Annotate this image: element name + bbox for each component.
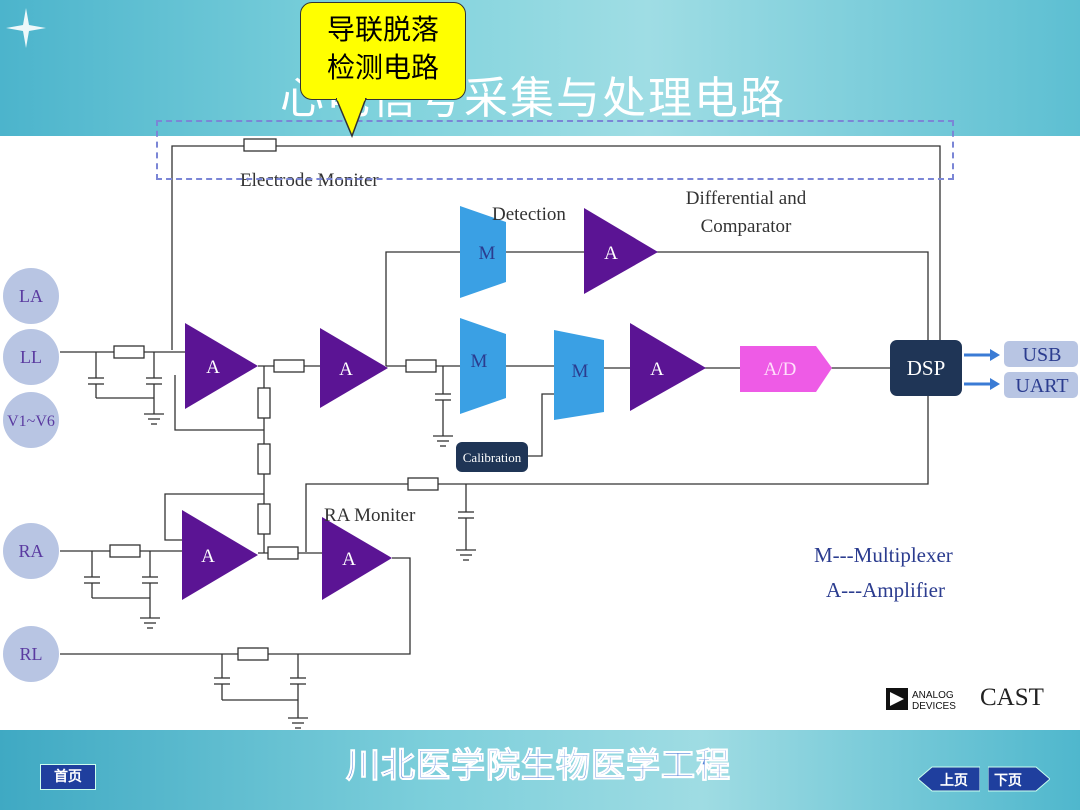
multiplexer-lower-2 bbox=[554, 330, 604, 420]
usb-block bbox=[1004, 341, 1078, 367]
callout-bubble: 导联脱落 检测电路 bbox=[300, 2, 466, 100]
electrode-monitor-label: Electrode Moniter bbox=[240, 170, 379, 191]
brand-name: CAST bbox=[980, 684, 1044, 711]
next-label: 下页 bbox=[994, 773, 1022, 789]
logo-line-2: DEVICES bbox=[912, 701, 956, 712]
input-label-ll: LL bbox=[20, 347, 42, 367]
sparkle-icon bbox=[6, 8, 46, 48]
amplifier-2 bbox=[320, 328, 388, 408]
calibration-block bbox=[456, 442, 528, 472]
amp-label: A bbox=[206, 357, 220, 378]
calibration-label: Calibration bbox=[463, 450, 522, 465]
amplifier-1 bbox=[185, 323, 258, 409]
comparator-label: Comparator bbox=[701, 216, 792, 237]
mux-label: M bbox=[479, 243, 496, 264]
input-label-ra: RA bbox=[18, 541, 43, 561]
ra-monitor-label: RA Moniter bbox=[324, 505, 416, 526]
detection-label: Detection bbox=[492, 204, 566, 225]
multiplexer-upper bbox=[460, 206, 506, 298]
header-band bbox=[0, 0, 1080, 136]
multiplexer-lower-1 bbox=[460, 318, 506, 414]
input-label-v1v6: V1~V6 bbox=[7, 413, 55, 430]
differential-label: Differential and bbox=[686, 188, 807, 209]
input-rl bbox=[3, 626, 59, 682]
legend-amplifier: A---Amplifier bbox=[826, 578, 945, 602]
ad-label: A/D bbox=[764, 359, 797, 380]
input-v1v6 bbox=[3, 392, 59, 448]
mux-label: M bbox=[471, 351, 488, 372]
input-ll bbox=[3, 329, 59, 385]
dsp-block bbox=[890, 340, 962, 396]
amplifier-3 bbox=[182, 510, 258, 600]
input-label-rl: RL bbox=[19, 644, 42, 664]
callout-line-2: 检测电路 bbox=[326, 51, 439, 84]
lead-off-detection-highlight bbox=[156, 120, 954, 180]
input-label-la: LA bbox=[19, 286, 43, 306]
legend-multiplexer: M---Multiplexer bbox=[814, 543, 953, 567]
callout-line-1: 导联脱落 bbox=[326, 13, 439, 46]
input-ra bbox=[3, 523, 59, 579]
next-arrow-icon bbox=[987, 766, 1051, 792]
amp-label: A bbox=[201, 546, 215, 567]
uart-label: UART bbox=[1015, 375, 1068, 397]
next-button[interactable]: 下页 bbox=[987, 766, 1051, 792]
logo-line-1: ANALOG bbox=[912, 690, 954, 701]
usb-label: USB bbox=[1023, 344, 1062, 366]
prev-button[interactable]: 上页 bbox=[917, 766, 981, 792]
input-circles bbox=[3, 268, 59, 682]
amplifier-lower bbox=[630, 323, 706, 411]
prev-label: 上页 bbox=[940, 773, 968, 789]
home-button[interactable]: 首页 bbox=[40, 764, 96, 790]
callout-pointer bbox=[336, 98, 367, 139]
footer-band bbox=[0, 730, 1080, 810]
ad-converter bbox=[740, 346, 832, 392]
analog-devices-logo: ANALOG DEVICES bbox=[886, 688, 956, 712]
amplifier-4 bbox=[322, 517, 392, 600]
input-la bbox=[3, 268, 59, 324]
amp-label: A bbox=[342, 549, 356, 570]
dsp-label: DSP bbox=[907, 356, 946, 380]
amp-label: A bbox=[339, 359, 353, 380]
amp-label: A bbox=[650, 359, 664, 380]
amp-label: A bbox=[604, 243, 618, 264]
amplifier-upper bbox=[584, 208, 658, 294]
uart-block bbox=[1004, 372, 1078, 398]
footer-title: 川北医学院生物医学工程 bbox=[346, 746, 731, 787]
mux-label: M bbox=[572, 361, 589, 382]
